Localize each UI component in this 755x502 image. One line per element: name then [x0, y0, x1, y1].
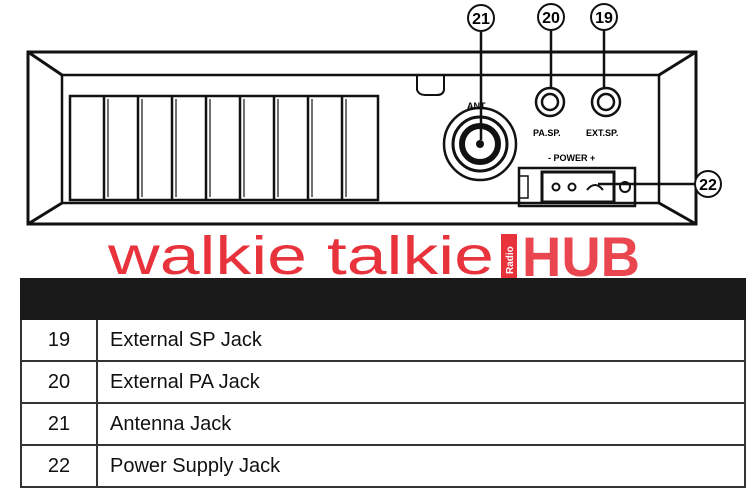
ext-sp-label: EXT.SP. [586, 128, 618, 138]
svg-text:19: 19 [595, 10, 613, 27]
row-description: Power Supply Jack [96, 444, 746, 488]
callout-22: 22 [694, 170, 722, 198]
watermark-radio-text: Radio [505, 246, 516, 274]
heat-sink [68, 94, 380, 202]
watermark-hub-text: HUB [522, 226, 640, 282]
row-number: 22 [20, 444, 98, 488]
pa-sp-label: PA.SP. [533, 128, 561, 138]
table-header-description [96, 278, 746, 320]
row-number: 20 [20, 360, 98, 404]
table-row: 22 Power Supply Jack [20, 444, 746, 488]
row-number: 19 [20, 318, 98, 362]
watermark-logo: walkie talkie Radio HUB [107, 226, 640, 282]
watermark-walkie-text: walkie talkie [107, 226, 494, 282]
row-number: 21 [20, 402, 98, 446]
ant-label: ANT. [467, 101, 487, 111]
power-connector [517, 166, 637, 208]
svg-text:21: 21 [472, 11, 490, 28]
table-row: 21 Antenna Jack [20, 402, 746, 446]
row-description: External PA Jack [96, 360, 746, 404]
row-description: Antenna Jack [96, 402, 746, 446]
callout-21: 21 [467, 4, 495, 32]
table-row: 20 External PA Jack [20, 360, 746, 404]
radio-rear-panel [26, 50, 698, 226]
table-header-row [20, 278, 746, 320]
callout-19: 19 [590, 3, 618, 31]
callout-20: 20 [537, 3, 565, 31]
power-label: - POWER + [548, 153, 595, 163]
ext-sp-jack [590, 86, 622, 118]
pa-sp-jack [534, 86, 566, 118]
table-row: 19 External SP Jack [20, 318, 746, 362]
mounting-tab [416, 75, 445, 96]
parts-table: 19 External SP Jack 20 External PA Jack … [20, 278, 746, 488]
leader-lines [479, 31, 694, 186]
row-description: External SP Jack [96, 318, 746, 362]
rear-panel-diagram: ANT. PA.SP. EXT.SP. - POWER + 21 20 [26, 3, 722, 226]
svg-text:20: 20 [542, 10, 560, 27]
table-header-number [20, 278, 98, 320]
svg-text:22: 22 [699, 177, 717, 194]
watermark-radio-badge [501, 234, 517, 278]
